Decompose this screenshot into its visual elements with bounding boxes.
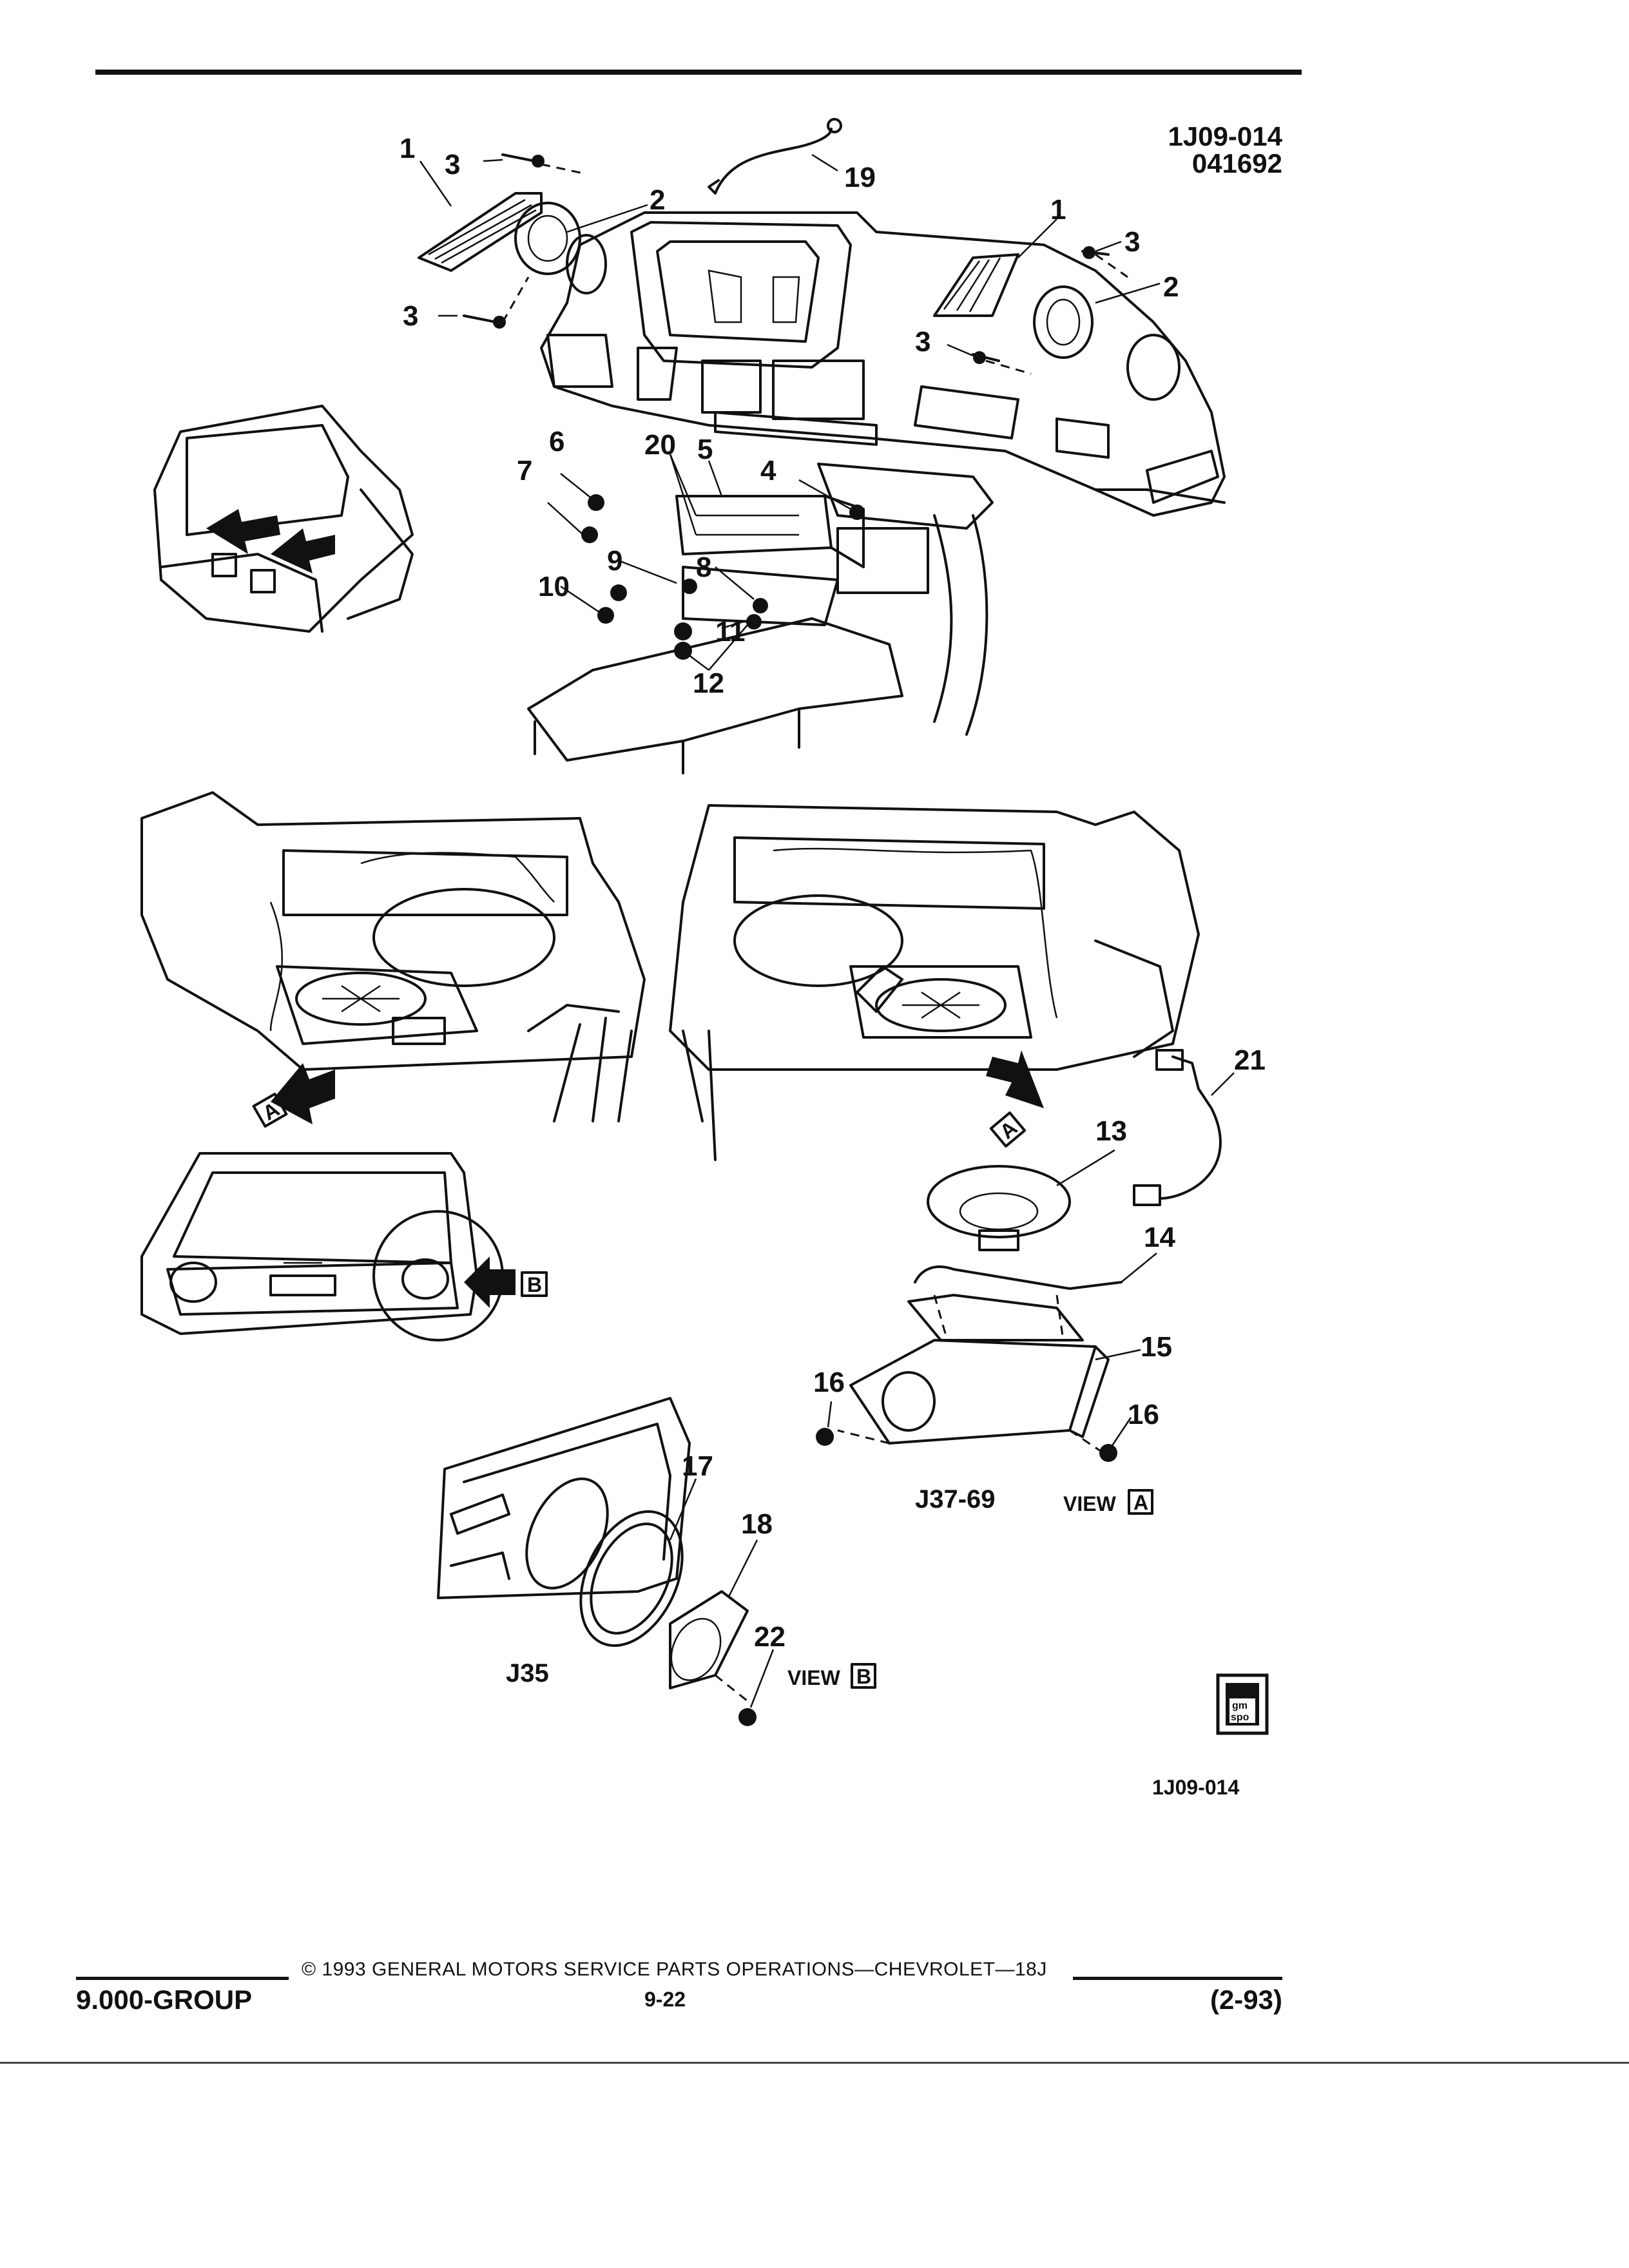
callout-15: 15 [1141, 1331, 1172, 1363]
footer-group: 9.000-GROUP [76, 1984, 253, 2015]
callout-11: 11 [715, 616, 746, 648]
screw-fasteners-3 [463, 153, 1128, 375]
callout-8: 8 [696, 552, 711, 583]
callout-21: 21 [1234, 1044, 1266, 1076]
caption-view-a-letter: A [1133, 1491, 1148, 1514]
callout-5: 5 [697, 434, 713, 465]
drawing-date: 041692 [1191, 148, 1282, 178]
footer-page-number: 9-22 [644, 1988, 686, 2011]
callout-2-right: 2 [1163, 271, 1179, 303]
radio-assembly [527, 463, 994, 774]
callout-leaders [419, 153, 1235, 1708]
view-a-arrow-left: A [252, 1063, 335, 1128]
callout-16-left: 16 [813, 1367, 845, 1398]
callout-1-right: 1 [1050, 194, 1066, 226]
logo-text-gm: gm [1232, 1700, 1248, 1711]
callout-22: 22 [754, 1621, 786, 1653]
caption-model-j37-69: J37-69 [915, 1485, 996, 1514]
callout-10: 10 [538, 571, 570, 602]
view-b-marker: B [527, 1273, 542, 1296]
view-b-arrow: B [464, 1256, 548, 1308]
view-b-speaker-exploded [437, 1397, 757, 1726]
view-captions: J37-69 VIEW A J35 VIEW B [506, 1485, 1153, 1689]
callout-17: 17 [682, 1450, 713, 1482]
callout-1-left: 1 [400, 133, 415, 164]
callout-20: 20 [644, 429, 676, 461]
drawing-code: 1J09-014 [1168, 121, 1283, 151]
screws-16 [816, 1428, 1117, 1462]
callout-4: 4 [760, 455, 776, 486]
car-rear-trunk-view [153, 405, 414, 633]
callout-2-left: 2 [650, 184, 665, 216]
caption-model-j35: J35 [506, 1659, 549, 1687]
caption-view-a-label: VIEW [1063, 1492, 1117, 1515]
trunk-interior-left [140, 791, 646, 1122]
dash-speaker-right [1033, 285, 1094, 359]
instrument-panel-assembly [540, 211, 1226, 517]
callout-9: 9 [607, 545, 622, 577]
footer-date: (2-93) [1210, 1984, 1282, 2015]
caption-view-b-label: VIEW [787, 1666, 841, 1689]
gmspo-logo: gm spo [1216, 1673, 1269, 1735]
view-a-arrow-right: A [986, 1050, 1044, 1148]
callout-numbers: 1 3 2 3 19 1 3 2 3 6 20 5 4 7 9 8 10 11 … [400, 133, 1266, 1653]
callout-13: 13 [1095, 1115, 1127, 1147]
figure-code: 1J09-014 [1152, 1776, 1239, 1799]
callout-3-bottom-right: 3 [915, 326, 930, 358]
callout-3-top-left: 3 [445, 149, 460, 180]
speaker-harness-21 [1133, 1049, 1222, 1206]
callout-6: 6 [549, 426, 564, 457]
caption-view-b-letter: B [856, 1665, 871, 1688]
callout-14: 14 [1144, 1222, 1175, 1253]
callout-3-top-right: 3 [1124, 226, 1140, 258]
top-rule [95, 70, 1302, 75]
radio-fasteners [581, 494, 865, 660]
trunk-interior-right [669, 804, 1200, 1161]
callout-16-right: 16 [1128, 1399, 1159, 1430]
air-vent-right [933, 253, 1019, 317]
logo-text-spo: spo [1231, 1712, 1249, 1723]
dash-speaker-left [514, 202, 581, 275]
callout-12: 12 [693, 668, 724, 699]
callout-7: 7 [517, 455, 532, 486]
callout-19: 19 [844, 162, 876, 193]
callout-18: 18 [741, 1508, 773, 1540]
view-a-speaker-exploded [837, 1165, 1123, 1457]
footer-copyright: © 1993 GENERAL MOTORS SERVICE PARTS OPER… [302, 1959, 1047, 1980]
wiring-harness-19 [708, 118, 842, 195]
trunk-lid [140, 1152, 504, 1341]
callout-3-bottom-left: 3 [403, 300, 418, 332]
